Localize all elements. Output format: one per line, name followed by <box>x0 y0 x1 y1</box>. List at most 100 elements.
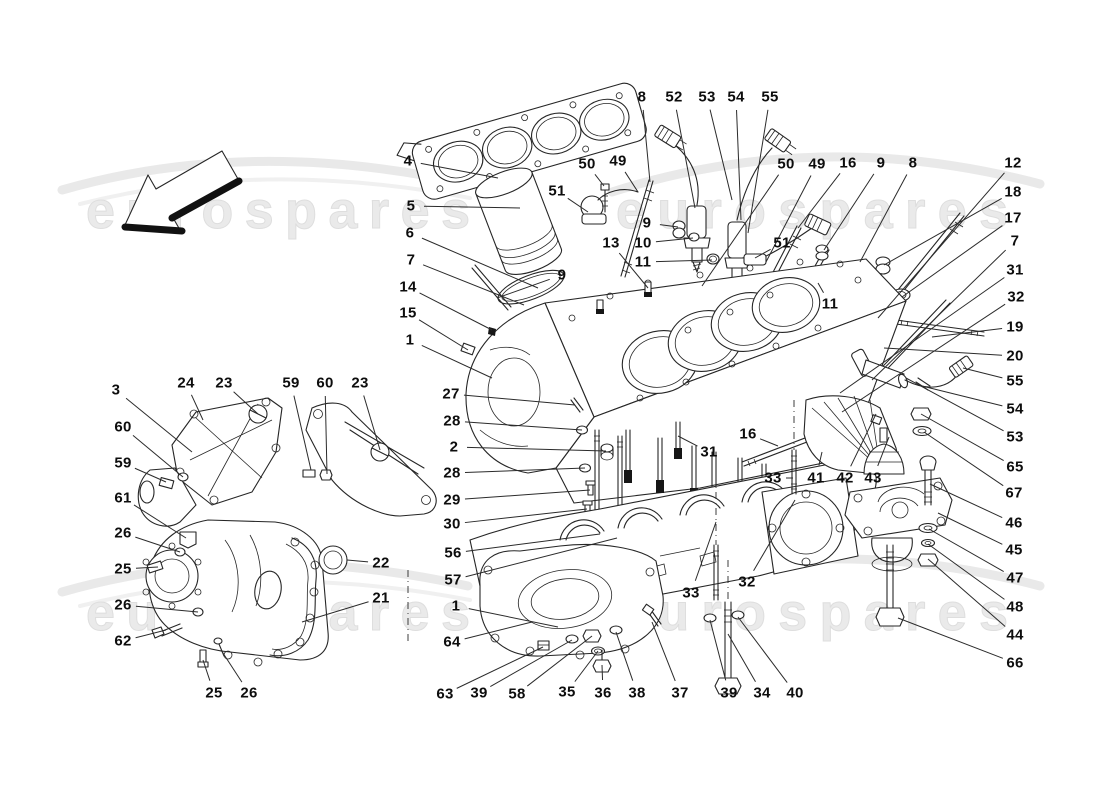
leader-line-1 <box>421 345 493 379</box>
callout-13[interactable]: 13 <box>602 234 620 252</box>
callout-65[interactable]: 65 <box>1006 458 1024 476</box>
callout-16[interactable]: 16 <box>739 425 757 443</box>
callout-33[interactable]: 33 <box>764 469 782 487</box>
callout-28[interactable]: 28 <box>443 464 461 482</box>
callout-9[interactable]: 9 <box>876 154 886 172</box>
callout-31[interactable]: 31 <box>700 443 718 461</box>
callout-8[interactable]: 8 <box>908 154 918 172</box>
callout-51[interactable]: 51 <box>773 234 791 252</box>
callout-62[interactable]: 62 <box>114 632 132 650</box>
callout-49[interactable]: 49 <box>609 152 627 170</box>
callout-38[interactable]: 38 <box>628 684 646 702</box>
callout-14[interactable]: 14 <box>399 278 417 296</box>
callout-26[interactable]: 26 <box>240 684 258 702</box>
callout-2[interactable]: 2 <box>449 438 459 456</box>
leader-line-16 <box>759 438 779 447</box>
callout-32[interactable]: 32 <box>738 573 756 591</box>
callout-30[interactable]: 30 <box>443 515 461 533</box>
mount-bracket-art <box>803 395 905 475</box>
callout-53[interactable]: 53 <box>698 88 716 106</box>
callout-47[interactable]: 47 <box>1006 569 1024 587</box>
callout-42[interactable]: 42 <box>836 469 854 487</box>
callout-53[interactable]: 53 <box>1006 428 1024 446</box>
callout-32[interactable]: 32 <box>1007 288 1025 306</box>
callout-17[interactable]: 17 <box>1004 209 1022 227</box>
callout-36[interactable]: 36 <box>594 684 612 702</box>
callout-5[interactable]: 5 <box>406 197 416 215</box>
callout-61[interactable]: 61 <box>114 489 132 507</box>
callout-41[interactable]: 41 <box>807 469 825 487</box>
callout-54[interactable]: 54 <box>727 88 745 106</box>
callout-12[interactable]: 12 <box>1004 154 1022 172</box>
callout-57[interactable]: 57 <box>444 571 462 589</box>
callout-43[interactable]: 43 <box>864 469 882 487</box>
callout-24[interactable]: 24 <box>177 374 195 392</box>
callout-58[interactable]: 58 <box>508 685 526 703</box>
callout-34[interactable]: 34 <box>753 684 771 702</box>
callout-45[interactable]: 45 <box>1005 541 1023 559</box>
callout-64[interactable]: 64 <box>443 633 461 651</box>
callout-26[interactable]: 26 <box>114 524 132 542</box>
swoosh-top-left <box>57 156 473 195</box>
callout-15[interactable]: 15 <box>399 304 417 322</box>
callout-49[interactable]: 49 <box>808 155 826 173</box>
callout-28[interactable]: 28 <box>443 412 461 430</box>
leader-line-53 <box>709 109 733 201</box>
callout-50[interactable]: 50 <box>578 155 596 173</box>
callout-11[interactable]: 11 <box>821 295 839 313</box>
callout-55[interactable]: 55 <box>1006 372 1024 390</box>
callout-26[interactable]: 26 <box>114 596 132 614</box>
callout-37[interactable]: 37 <box>671 684 689 702</box>
callout-4[interactable]: 4 <box>403 152 413 170</box>
callout-1[interactable]: 1 <box>405 331 415 349</box>
callout-9[interactable]: 9 <box>557 266 567 284</box>
callout-7[interactable]: 7 <box>406 251 416 269</box>
callout-56[interactable]: 56 <box>444 544 462 562</box>
callout-33[interactable]: 33 <box>682 584 700 602</box>
callout-21[interactable]: 21 <box>372 589 390 607</box>
callout-16[interactable]: 16 <box>839 154 857 172</box>
callout-60[interactable]: 60 <box>114 418 132 436</box>
callout-52[interactable]: 52 <box>665 88 683 106</box>
callout-22[interactable]: 22 <box>372 554 390 572</box>
callout-23[interactable]: 23 <box>215 374 233 392</box>
callout-35[interactable]: 35 <box>558 683 576 701</box>
callout-25[interactable]: 25 <box>114 560 132 578</box>
callout-40[interactable]: 40 <box>786 684 804 702</box>
callout-63[interactable]: 63 <box>436 685 454 703</box>
callout-3[interactable]: 3 <box>111 381 121 399</box>
callout-39[interactable]: 39 <box>720 684 738 702</box>
callout-10[interactable]: 10 <box>634 234 652 252</box>
leader-line-60 <box>324 395 328 475</box>
callout-6[interactable]: 6 <box>405 224 415 242</box>
callout-50[interactable]: 50 <box>777 155 795 173</box>
callout-1[interactable]: 1 <box>451 597 461 615</box>
callout-31[interactable]: 31 <box>1006 261 1024 279</box>
callout-44[interactable]: 44 <box>1006 626 1024 644</box>
callout-25[interactable]: 25 <box>205 684 223 702</box>
leader-line-28 <box>464 421 583 431</box>
leader-line-57 <box>465 537 618 578</box>
callout-39[interactable]: 39 <box>470 684 488 702</box>
callout-18[interactable]: 18 <box>1004 183 1022 201</box>
callout-11[interactable]: 11 <box>634 253 652 271</box>
callout-46[interactable]: 46 <box>1005 514 1023 532</box>
callout-55[interactable]: 55 <box>761 88 779 106</box>
callout-67[interactable]: 67 <box>1005 484 1023 502</box>
callout-48[interactable]: 48 <box>1006 598 1024 616</box>
callout-59[interactable]: 59 <box>114 454 132 472</box>
callout-8[interactable]: 8 <box>637 88 647 106</box>
callout-27[interactable]: 27 <box>442 385 460 403</box>
callout-60[interactable]: 60 <box>316 374 334 392</box>
callout-54[interactable]: 54 <box>1006 400 1024 418</box>
callout-51[interactable]: 51 <box>548 182 566 200</box>
callout-29[interactable]: 29 <box>443 491 461 509</box>
leader-line-27 <box>463 394 576 406</box>
callout-9[interactable]: 9 <box>642 214 652 232</box>
callout-20[interactable]: 20 <box>1006 347 1024 365</box>
callout-66[interactable]: 66 <box>1006 654 1024 672</box>
callout-59[interactable]: 59 <box>282 374 300 392</box>
callout-7[interactable]: 7 <box>1010 232 1020 250</box>
callout-19[interactable]: 19 <box>1006 318 1024 336</box>
callout-23[interactable]: 23 <box>351 374 369 392</box>
